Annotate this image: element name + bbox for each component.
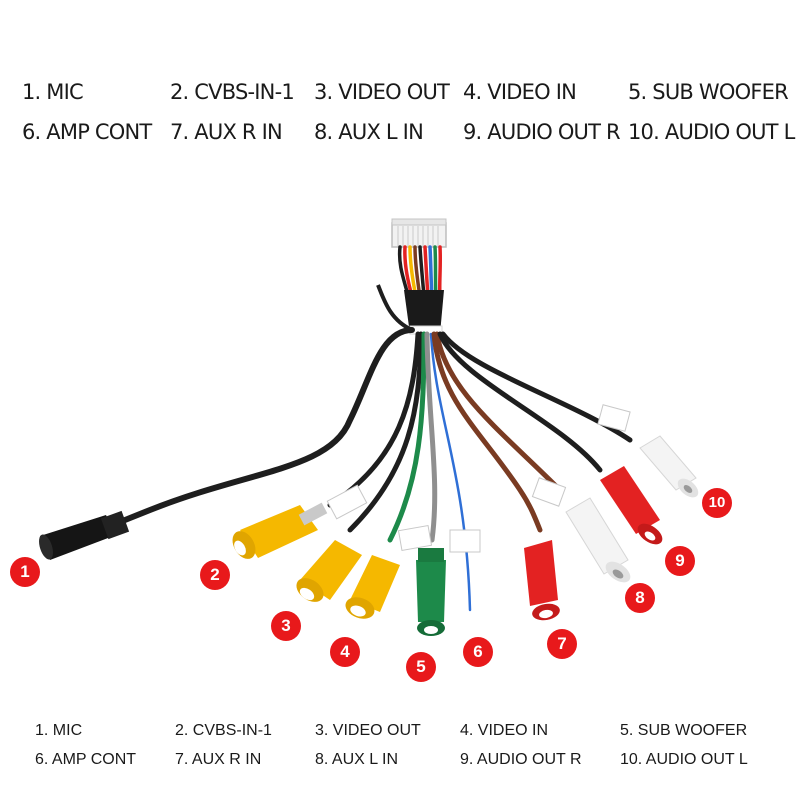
badge-1: 1 xyxy=(10,557,40,587)
wire-bundle xyxy=(404,290,444,334)
badge-10: 10 xyxy=(702,488,732,518)
legend-top-item-1: 1. MIC xyxy=(22,80,84,104)
legend-bottom-item-9: 9. AUDIO OUT R xyxy=(460,751,582,768)
legend-bottom-item-5: 5. SUB WOOFER xyxy=(620,722,748,739)
badge-9: 9 xyxy=(665,546,695,576)
white-rca-plug-8 xyxy=(565,497,631,583)
legend-top-item-4: 4. VIDEO IN xyxy=(463,80,577,104)
yellow-rca-plug-2 xyxy=(232,502,328,559)
multi-pin-connector xyxy=(391,218,447,248)
white-rca-plug-10 xyxy=(639,435,699,498)
legend-bottom-item-2: 2. CVBS-IN-1 xyxy=(175,722,272,739)
legend-top-item-6: 6. AMP CONT xyxy=(22,120,152,144)
legend-top-item-3: 3. VIDEO OUT xyxy=(314,80,450,104)
legend-bottom-item-8: 8. AUX L IN xyxy=(315,751,398,768)
green-rca-plug-5 xyxy=(416,548,446,636)
red-rca-plug-7 xyxy=(524,540,560,621)
connector-wires xyxy=(397,245,443,299)
legend-bottom-item-10: 10. AUDIO OUT L xyxy=(620,751,748,768)
legend-top-item-5: 5. SUB WOOFER xyxy=(628,80,789,104)
badge-8: 8 xyxy=(625,583,655,613)
legend-top-item-9: 9. AUDIO OUT R xyxy=(463,120,621,144)
legend-top-item-10: 10. AUDIO OUT L xyxy=(628,120,795,144)
badge-4: 4 xyxy=(330,637,360,667)
legend-top-item-2: 2. CVBS-IN-1 xyxy=(170,80,295,104)
mic-cable xyxy=(117,327,415,525)
badge-2: 2 xyxy=(200,560,230,590)
red-rca-plug-9 xyxy=(600,466,663,545)
yellow-rca-plug-4 xyxy=(345,555,400,619)
mic-jack xyxy=(39,510,130,560)
legend-bottom-item-1: 1. MIC xyxy=(35,722,83,739)
legend-bottom-item-3: 3. VIDEO OUT xyxy=(315,722,421,739)
badge-6: 6 xyxy=(463,637,493,667)
legend-bottom-item-7: 7. AUX R IN xyxy=(175,751,262,768)
badge-5: 5 xyxy=(406,652,436,682)
legend-top-item-8: 8. AUX L IN xyxy=(314,120,424,144)
mic-cable-branch xyxy=(376,284,413,332)
legend-bottom-item-6: 6. AMP CONT xyxy=(35,751,137,768)
cable-labels xyxy=(326,404,631,553)
legend-bottom-item-4: 4. VIDEO IN xyxy=(460,722,549,739)
badge-3: 3 xyxy=(271,611,301,641)
badge-7: 7 xyxy=(547,629,577,659)
legend-top-item-7: 7. AUX R IN xyxy=(170,120,283,144)
yellow-rca-plug-3 xyxy=(296,540,362,602)
